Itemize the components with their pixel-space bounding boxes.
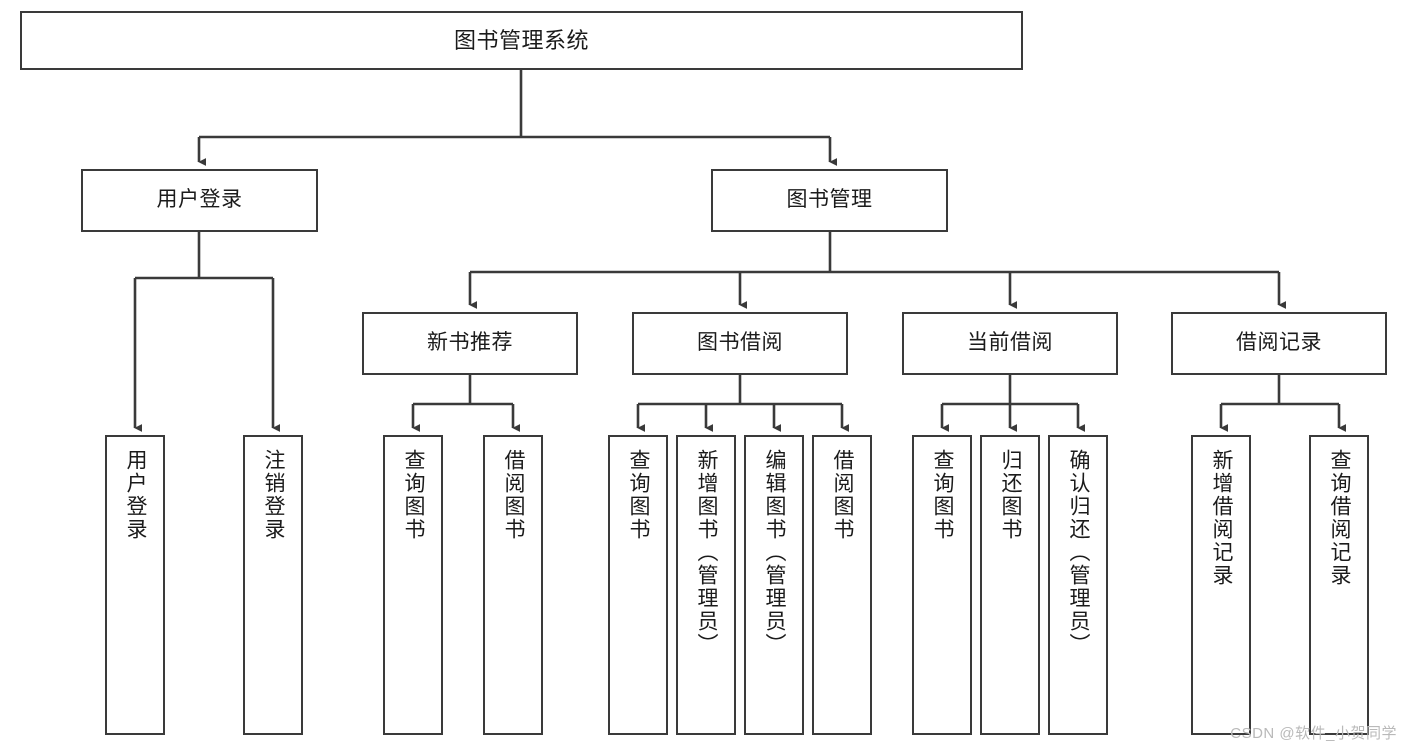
node-borrow-record-label: 借阅记录 bbox=[1236, 331, 1322, 355]
node-leaf-query-book-1[interactable]: 查询图书 bbox=[383, 435, 443, 735]
node-leaf-user-login-label: 用户登录 bbox=[124, 449, 148, 541]
node-leaf-add-record[interactable]: 新增借阅记录 bbox=[1191, 435, 1251, 735]
node-leaf-borrow-book-2[interactable]: 借阅图书 bbox=[812, 435, 872, 735]
node-leaf-query-book-1-label: 查询图书 bbox=[402, 449, 426, 541]
node-leaf-add-record-label: 新增借阅记录 bbox=[1210, 449, 1234, 587]
node-borrow-record[interactable]: 借阅记录 bbox=[1171, 312, 1387, 375]
node-user-login-label: 用户登录 bbox=[156, 188, 243, 212]
watermark-text: CSDN @软件_小贺同学 bbox=[1230, 725, 1397, 742]
node-leaf-query-book-2-label: 查询图书 bbox=[627, 449, 651, 541]
node-book-manage[interactable]: 图书管理 bbox=[711, 169, 948, 232]
node-book-manage-label: 图书管理 bbox=[786, 188, 873, 212]
node-leaf-return-book-label: 归还图书 bbox=[999, 449, 1023, 541]
node-book-borrow-label: 图书借阅 bbox=[697, 331, 783, 355]
node-leaf-borrow-book-1[interactable]: 借阅图书 bbox=[483, 435, 543, 735]
node-leaf-edit-book-label: 编辑图书（管理员） bbox=[763, 449, 787, 656]
node-root-label: 图书管理系统 bbox=[453, 27, 589, 53]
node-leaf-add-book-label: 新增图书（管理员） bbox=[695, 449, 719, 656]
node-root[interactable]: 图书管理系统 bbox=[20, 11, 1023, 70]
node-current-borrow-label: 当前借阅 bbox=[967, 331, 1053, 355]
node-leaf-borrow-book-2-label: 借阅图书 bbox=[831, 449, 855, 541]
node-leaf-borrow-book-1-label: 借阅图书 bbox=[502, 449, 526, 541]
node-leaf-user-logout[interactable]: 注销登录 bbox=[243, 435, 303, 735]
node-new-book-recommend-label: 新书推荐 bbox=[427, 331, 513, 355]
node-leaf-confirm-return-label: 确认归还（管理员） bbox=[1067, 449, 1091, 656]
node-leaf-return-book[interactable]: 归还图书 bbox=[980, 435, 1040, 735]
node-leaf-user-login[interactable]: 用户登录 bbox=[105, 435, 165, 735]
node-leaf-query-record[interactable]: 查询借阅记录 bbox=[1309, 435, 1369, 735]
node-new-book-recommend[interactable]: 新书推荐 bbox=[362, 312, 578, 375]
node-leaf-user-logout-label: 注销登录 bbox=[262, 449, 286, 541]
node-leaf-query-book-2[interactable]: 查询图书 bbox=[608, 435, 668, 735]
node-current-borrow[interactable]: 当前借阅 bbox=[902, 312, 1118, 375]
node-book-borrow[interactable]: 图书借阅 bbox=[632, 312, 848, 375]
node-leaf-edit-book[interactable]: 编辑图书（管理员） bbox=[744, 435, 804, 735]
node-leaf-confirm-return[interactable]: 确认归还（管理员） bbox=[1048, 435, 1108, 735]
node-user-login[interactable]: 用户登录 bbox=[81, 169, 318, 232]
node-leaf-query-book-3-label: 查询图书 bbox=[931, 449, 955, 541]
node-leaf-add-book[interactable]: 新增图书（管理员） bbox=[676, 435, 736, 735]
node-leaf-query-book-3[interactable]: 查询图书 bbox=[912, 435, 972, 735]
node-leaf-query-record-label: 查询借阅记录 bbox=[1328, 449, 1352, 587]
